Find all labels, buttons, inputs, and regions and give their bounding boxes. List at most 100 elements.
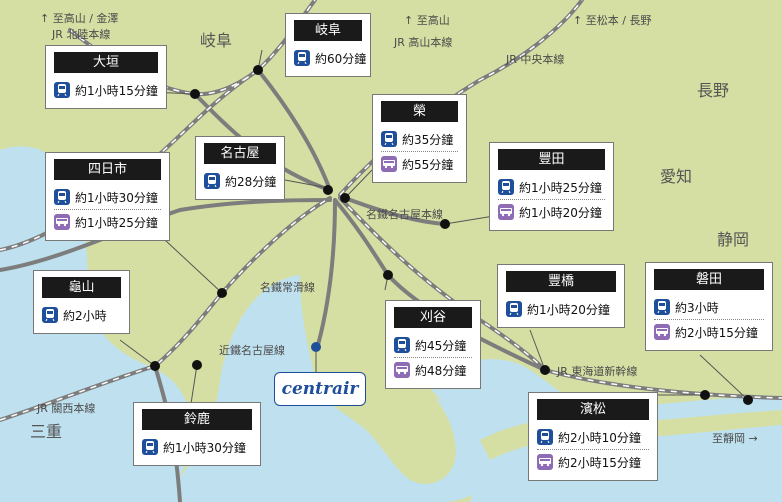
route-row: 約45分鐘 [394, 333, 472, 357]
region-aichi: 愛知 [660, 167, 693, 186]
travel-time: 約2小時15分鐘 [558, 455, 641, 470]
station-title: 刈谷 [394, 307, 472, 328]
station-box-hamamatsu[interactable]: 濱松 約2小時10分鐘 約2小時15分鐘 [528, 392, 658, 481]
station-dot-gifu [253, 65, 263, 75]
bus-icon [654, 324, 670, 340]
region-nagano: 長野 [697, 81, 730, 100]
station-box-kariya[interactable]: 刈谷 約45分鐘 約48分鐘 [385, 300, 481, 389]
route-row: 約1小時20分鐘 [498, 199, 605, 224]
bus-icon [381, 156, 397, 172]
travel-time: 約1小時15分鐘 [75, 83, 158, 98]
label-chuo-line: JR 中央本線 [506, 53, 565, 66]
travel-time: 約1小時20分鐘 [519, 205, 602, 220]
direction-takayama: ↑ 至高山 [404, 14, 450, 27]
region-mie: 三重 [30, 422, 63, 441]
train-icon [42, 307, 58, 323]
station-dot-hamamatsu [700, 390, 710, 400]
direction-shizuoka: 至靜岡 → [712, 432, 758, 445]
station-dot-kariya [383, 270, 393, 280]
station-box-iwata[interactable]: 磐田 約3小時 約2小時15分鐘 [645, 262, 773, 351]
train-icon [142, 439, 158, 455]
station-dot-sakae [340, 193, 350, 203]
station-title: 豐田 [498, 149, 605, 170]
travel-time: 約1小時25分鐘 [519, 180, 602, 195]
route-row: 約1小時25分鐘 [54, 209, 161, 234]
travel-time: 約1小時20分鐘 [527, 302, 610, 317]
station-dot-toyohashi [540, 365, 550, 375]
travel-time: 約2小時10分鐘 [558, 430, 641, 445]
route-row: 約1小時30分鐘 [54, 185, 161, 209]
route-row: 約1小時30分鐘 [142, 435, 252, 459]
station-title: 磐田 [654, 269, 764, 290]
region-shizuoka: 静岡 [717, 230, 750, 249]
station-title: 豐橋 [506, 271, 616, 292]
bus-icon [537, 454, 553, 470]
rail-tokoname [316, 198, 337, 347]
travel-time: 約3小時 [675, 300, 719, 315]
label-meitetsu-tokoname: 名鐵常滑線 [260, 281, 315, 294]
train-icon [498, 179, 514, 195]
station-box-kameyama[interactable]: 龜山 約2小時 [33, 270, 130, 334]
train-icon [654, 299, 670, 315]
train-icon [204, 173, 220, 189]
route-row: 約28分鐘 [204, 169, 276, 193]
bus-icon [498, 204, 514, 220]
travel-time: 約55分鐘 [402, 157, 454, 172]
bus-icon [54, 214, 70, 230]
station-box-ogaki[interactable]: 大垣 約1小時15分鐘 [45, 45, 167, 109]
travel-time: 約1小時25分鐘 [75, 215, 158, 230]
route-row: 約48分鐘 [394, 357, 472, 382]
train-icon [54, 189, 70, 205]
station-box-nagoya[interactable]: 名古屋 約28分鐘 [195, 136, 285, 200]
label-meitetsu-nagoya-main: 名鐵名古屋本線 [366, 208, 443, 221]
train-icon [506, 301, 522, 317]
route-row: 約60分鐘 [294, 46, 366, 70]
route-row: 約2小時15分鐘 [654, 319, 764, 344]
station-box-yokkaichi[interactable]: 四日市 約1小時30分鐘 約1小時25分鐘 [45, 152, 170, 241]
station-title: 濱松 [537, 399, 649, 420]
train-icon [54, 82, 70, 98]
train-icon [537, 429, 553, 445]
route-row: 約3小時 [654, 295, 764, 319]
route-row: 約2小時15分鐘 [537, 449, 649, 474]
route-row: 約1小時15分鐘 [54, 78, 158, 102]
chita-peninsula [300, 274, 456, 484]
label-hokuriku-line: JR 北陸本線 [52, 28, 111, 41]
route-row: 約1小時20分鐘 [506, 297, 616, 321]
direction-matsumoto-nagano: ↑ 至松本 / 長野 [573, 14, 652, 27]
route-row: 約1小時25分鐘 [498, 175, 605, 199]
route-row: 約2小時10分鐘 [537, 425, 649, 449]
station-dot-ogaki [190, 89, 200, 99]
leader-lines [119, 49, 749, 411]
region-gifu: 岐阜 [200, 31, 233, 50]
station-box-sakae[interactable]: 榮 約35分鐘 約55分鐘 [372, 94, 467, 183]
station-dot-iwata [743, 395, 753, 405]
station-box-gifu[interactable]: 岐阜 約60分鐘 [285, 13, 371, 77]
label-kansai-main: JR 關西本線 [37, 402, 96, 415]
station-dot-nagoya [323, 185, 333, 195]
station-title: 龜山 [42, 277, 121, 298]
station-box-toyohashi[interactable]: 豐橋 約1小時20分鐘 [497, 264, 625, 328]
station-box-toyota[interactable]: 豐田 約1小時25分鐘 約1小時20分鐘 [489, 142, 614, 231]
travel-time: 約2小時 [63, 308, 107, 323]
travel-time: 約48分鐘 [415, 363, 467, 378]
travel-time: 約60分鐘 [315, 51, 367, 66]
travel-time: 約45分鐘 [415, 338, 467, 353]
travel-time: 約1小時30分鐘 [75, 190, 158, 205]
travel-time: 約1小時30分鐘 [163, 440, 246, 455]
station-dot-toyota [440, 219, 450, 229]
travel-time: 約28分鐘 [225, 174, 277, 189]
route-row: 約55分鐘 [381, 151, 458, 176]
station-title: 大垣 [54, 52, 158, 73]
rail-takayama [256, 68, 332, 192]
label-kintetsu-nagoya: 近鐵名古屋線 [219, 344, 285, 357]
station-title: 四日市 [54, 159, 161, 180]
route-row: 約2小時 [42, 303, 121, 327]
station-title: 榮 [381, 101, 458, 122]
station-dot-kameyama [150, 361, 160, 371]
station-box-suzuka[interactable]: 鈴鹿 約1小時30分鐘 [133, 402, 261, 466]
rail-kintetsu [0, 198, 332, 272]
bus-icon [394, 362, 410, 378]
travel-time: 約35分鐘 [402, 132, 454, 147]
